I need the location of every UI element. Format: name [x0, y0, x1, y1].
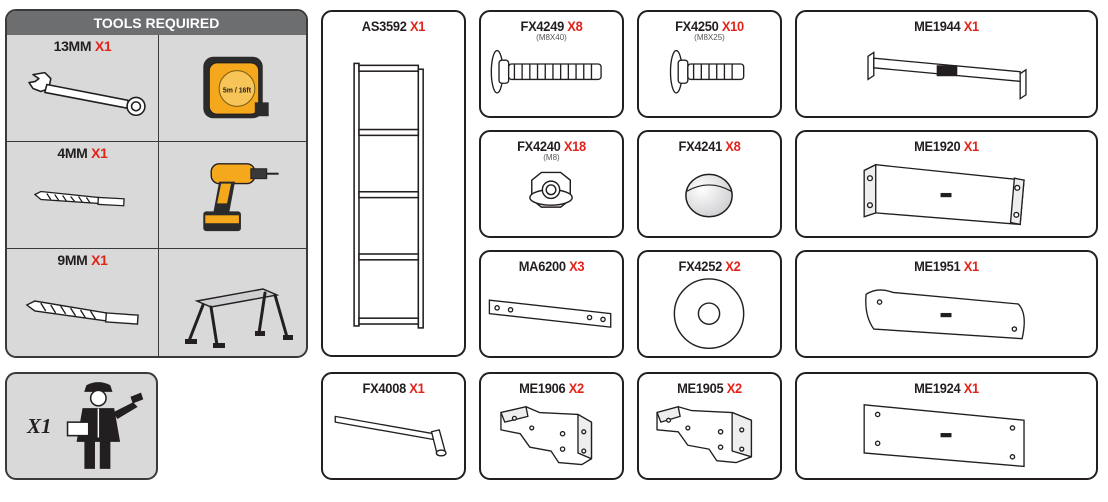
wrench-icon: [28, 71, 146, 117]
tool-size-label: 4MM X1: [57, 145, 108, 161]
tools-required-header: TOOLS REQUIRED: [7, 11, 306, 35]
worker-with-drill-icon: [66, 382, 144, 469]
part-card-as3592: AS3592 X1: [321, 10, 466, 357]
tool-cell-4mm-bit: 4MM X1: [7, 142, 159, 249]
tape-measure-icon: 5m / 16ft: [203, 56, 269, 119]
part-title: ME1905 X2: [677, 380, 742, 396]
worker-count: X1: [27, 414, 52, 438]
part-card-fx4008: FX4008 X1: [321, 372, 466, 480]
part-spec: (M8): [543, 153, 560, 162]
part-spec: (M8X25): [694, 33, 725, 42]
tool-cell-9mm-bit: 9MM X1: [7, 249, 159, 356]
ladder-frame-icon: [353, 62, 424, 329]
tool-cell-tape-measure: 5m / 16ft: [159, 35, 306, 142]
drill-bit-icon: [33, 190, 125, 207]
part-card-fx4252: FX4252 X2: [637, 250, 782, 358]
hinge-bracket-left-icon: [500, 406, 593, 466]
curved-plate-icon: [865, 289, 1025, 340]
drill-bit-icon: [25, 300, 139, 325]
tool-size-label: 9MM X1: [57, 252, 108, 268]
part-title: MA6200 X3: [518, 258, 585, 274]
lock-nut-icon: [529, 171, 573, 208]
tape-measure-label: 5m / 16ft: [223, 87, 252, 94]
tool-cell-drill: [159, 142, 306, 249]
part-title: FX4250 X10: [675, 18, 744, 34]
tool-size-label: 13MM X1: [53, 38, 112, 54]
power-drill-icon: [203, 163, 279, 232]
part-title: FX4240 X18: [517, 138, 586, 154]
tool-cell-wrench: 13MM X1: [7, 35, 159, 142]
part-card-fx4241: FX4241 X8: [637, 130, 782, 238]
hinge-bracket-right-icon: [656, 406, 753, 464]
washer-icon: [673, 278, 745, 350]
part-title: FX4249 X8: [520, 18, 583, 34]
cap-icon: [685, 173, 733, 218]
hex-key-icon: [334, 415, 447, 457]
worker-count-panel: X1: [5, 372, 158, 480]
part-title: AS3592 X1: [361, 18, 426, 34]
part-card-me1944: ME1944 X1: [795, 10, 1098, 118]
part-card-me1924: ME1924 X1: [795, 372, 1098, 480]
part-card-fx4250: FX4250 X10 (M8X25): [637, 10, 782, 118]
part-title: ME1906 X2: [519, 380, 584, 396]
part-card-me1951: ME1951 X1: [795, 250, 1098, 358]
bracket-bar-icon: [867, 51, 1027, 100]
flat-plate-icon: [863, 404, 1025, 468]
long-bolt-icon: [490, 49, 602, 94]
part-card-me1906: ME1906 X2: [479, 372, 624, 480]
part-title: ME1951 X1: [914, 258, 979, 274]
part-card-me1920: ME1920 X1: [795, 130, 1098, 238]
part-title: FX4252 X2: [678, 258, 741, 274]
part-card-me1905: ME1905 X2: [637, 372, 782, 480]
part-title: ME1944 X1: [914, 18, 979, 34]
step-platform-icon: [185, 288, 293, 348]
part-card-ma6200: MA6200 X3: [479, 250, 624, 358]
part-title: FX4008 X1: [362, 380, 425, 396]
part-title: ME1924 X1: [914, 380, 979, 396]
angle-bracket-icon: [863, 163, 1025, 226]
part-card-fx4249: FX4249 X8 (M8X40): [479, 10, 624, 118]
tool-cell-step-platform: [159, 249, 306, 356]
part-card-fx4240: FX4240 X18 (M8): [479, 130, 624, 238]
tools-required-panel: TOOLS REQUIRED 13MM X1 5m / 16ft 4MM X1: [5, 9, 308, 358]
short-bolt-icon: [669, 49, 745, 94]
part-title: FX4241 X8: [678, 138, 741, 154]
part-title: ME1920 X1: [914, 138, 979, 154]
part-spec: (M8X40): [536, 33, 567, 42]
flat-strip-icon: [488, 299, 612, 328]
